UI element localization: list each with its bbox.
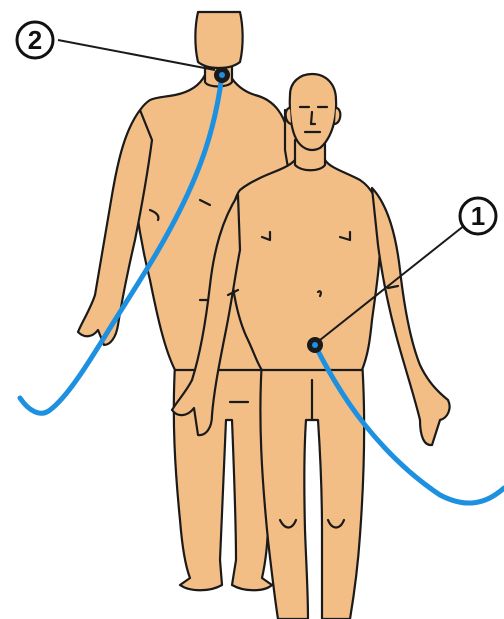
callout-1-label: 1	[471, 201, 485, 231]
callout-2: 2	[17, 22, 53, 58]
back-electrode-center	[219, 72, 225, 78]
callout-2-label: 2	[28, 25, 42, 55]
callout-1: 1	[460, 198, 496, 234]
front-figure-torso	[229, 160, 380, 370]
back-figure-head	[195, 12, 242, 68]
front-figure-left-arm	[372, 188, 450, 445]
callout-2-leader-line	[58, 40, 215, 70]
front-electrode-center	[312, 342, 318, 348]
